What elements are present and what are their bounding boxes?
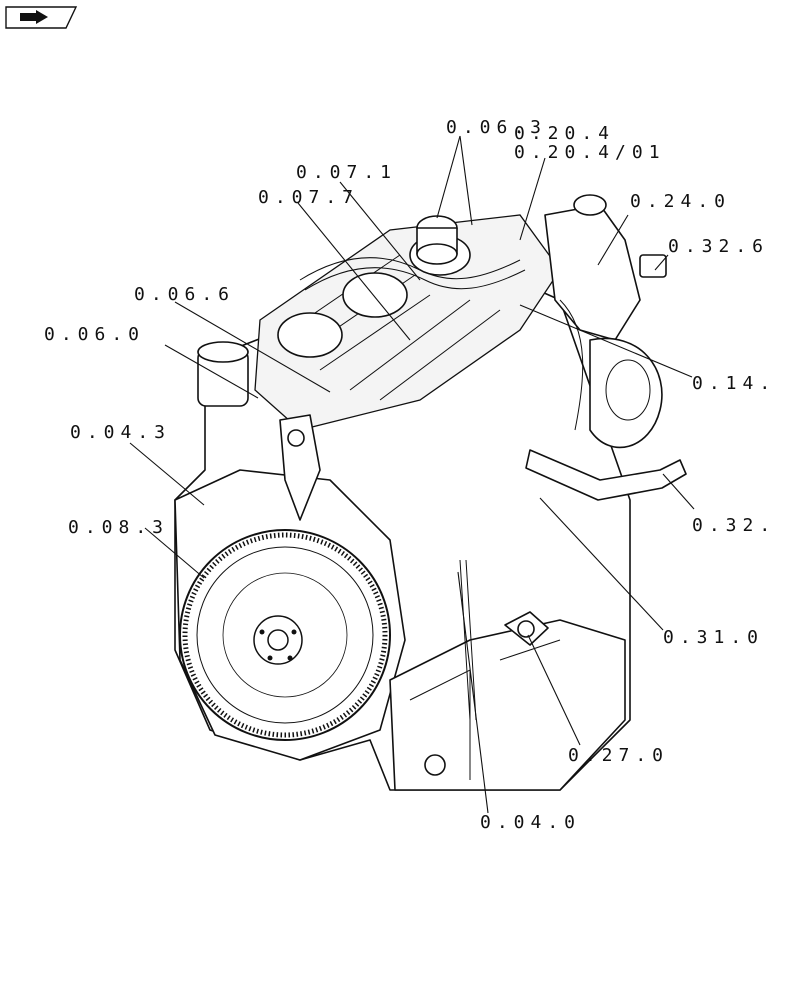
callout-0-20-4[interactable]: 0.20.4 [514,123,615,144]
callout-0-08-3[interactable]: 0.08.3 [68,517,169,538]
callout-0-32-6[interactable]: 0.32.6 [668,236,769,257]
callout-0-31-0[interactable]: 0.31.0 [663,627,764,648]
nav-arrow-button[interactable] [5,6,78,29]
callout-labels: 0.06.3 0.20.4 0.20.4/01 0.07.1 0.07.7 0.… [44,117,776,833]
callout-0-24-0[interactable]: 0.24.0 [630,191,731,212]
callout-0-04-3[interactable]: 0.04.3 [70,422,171,443]
callout-0-06-0[interactable]: 0.06.0 [44,324,145,345]
callout-0-07-1[interactable]: 0.07.1 [296,162,397,183]
arrow-right-icon [20,10,48,24]
engine-illustration [174,194,687,791]
leader-lines [129,135,695,814]
callout-0-20-4-01[interactable]: 0.20.4/01 [514,142,666,163]
callout-0-04-0[interactable]: 0.04.0 [480,812,581,833]
callout-0-06-3[interactable]: 0.06.3 [446,117,547,138]
callout-0-27-0[interactable]: 0.27.0 [568,745,669,766]
callout-0-32[interactable]: 0.32. [692,515,776,536]
callout-0-07-7[interactable]: 0.07.7 [258,187,359,208]
callout-0-14[interactable]: 0.14. [692,373,776,394]
callout-0-06-6[interactable]: 0.06.6 [134,284,235,305]
